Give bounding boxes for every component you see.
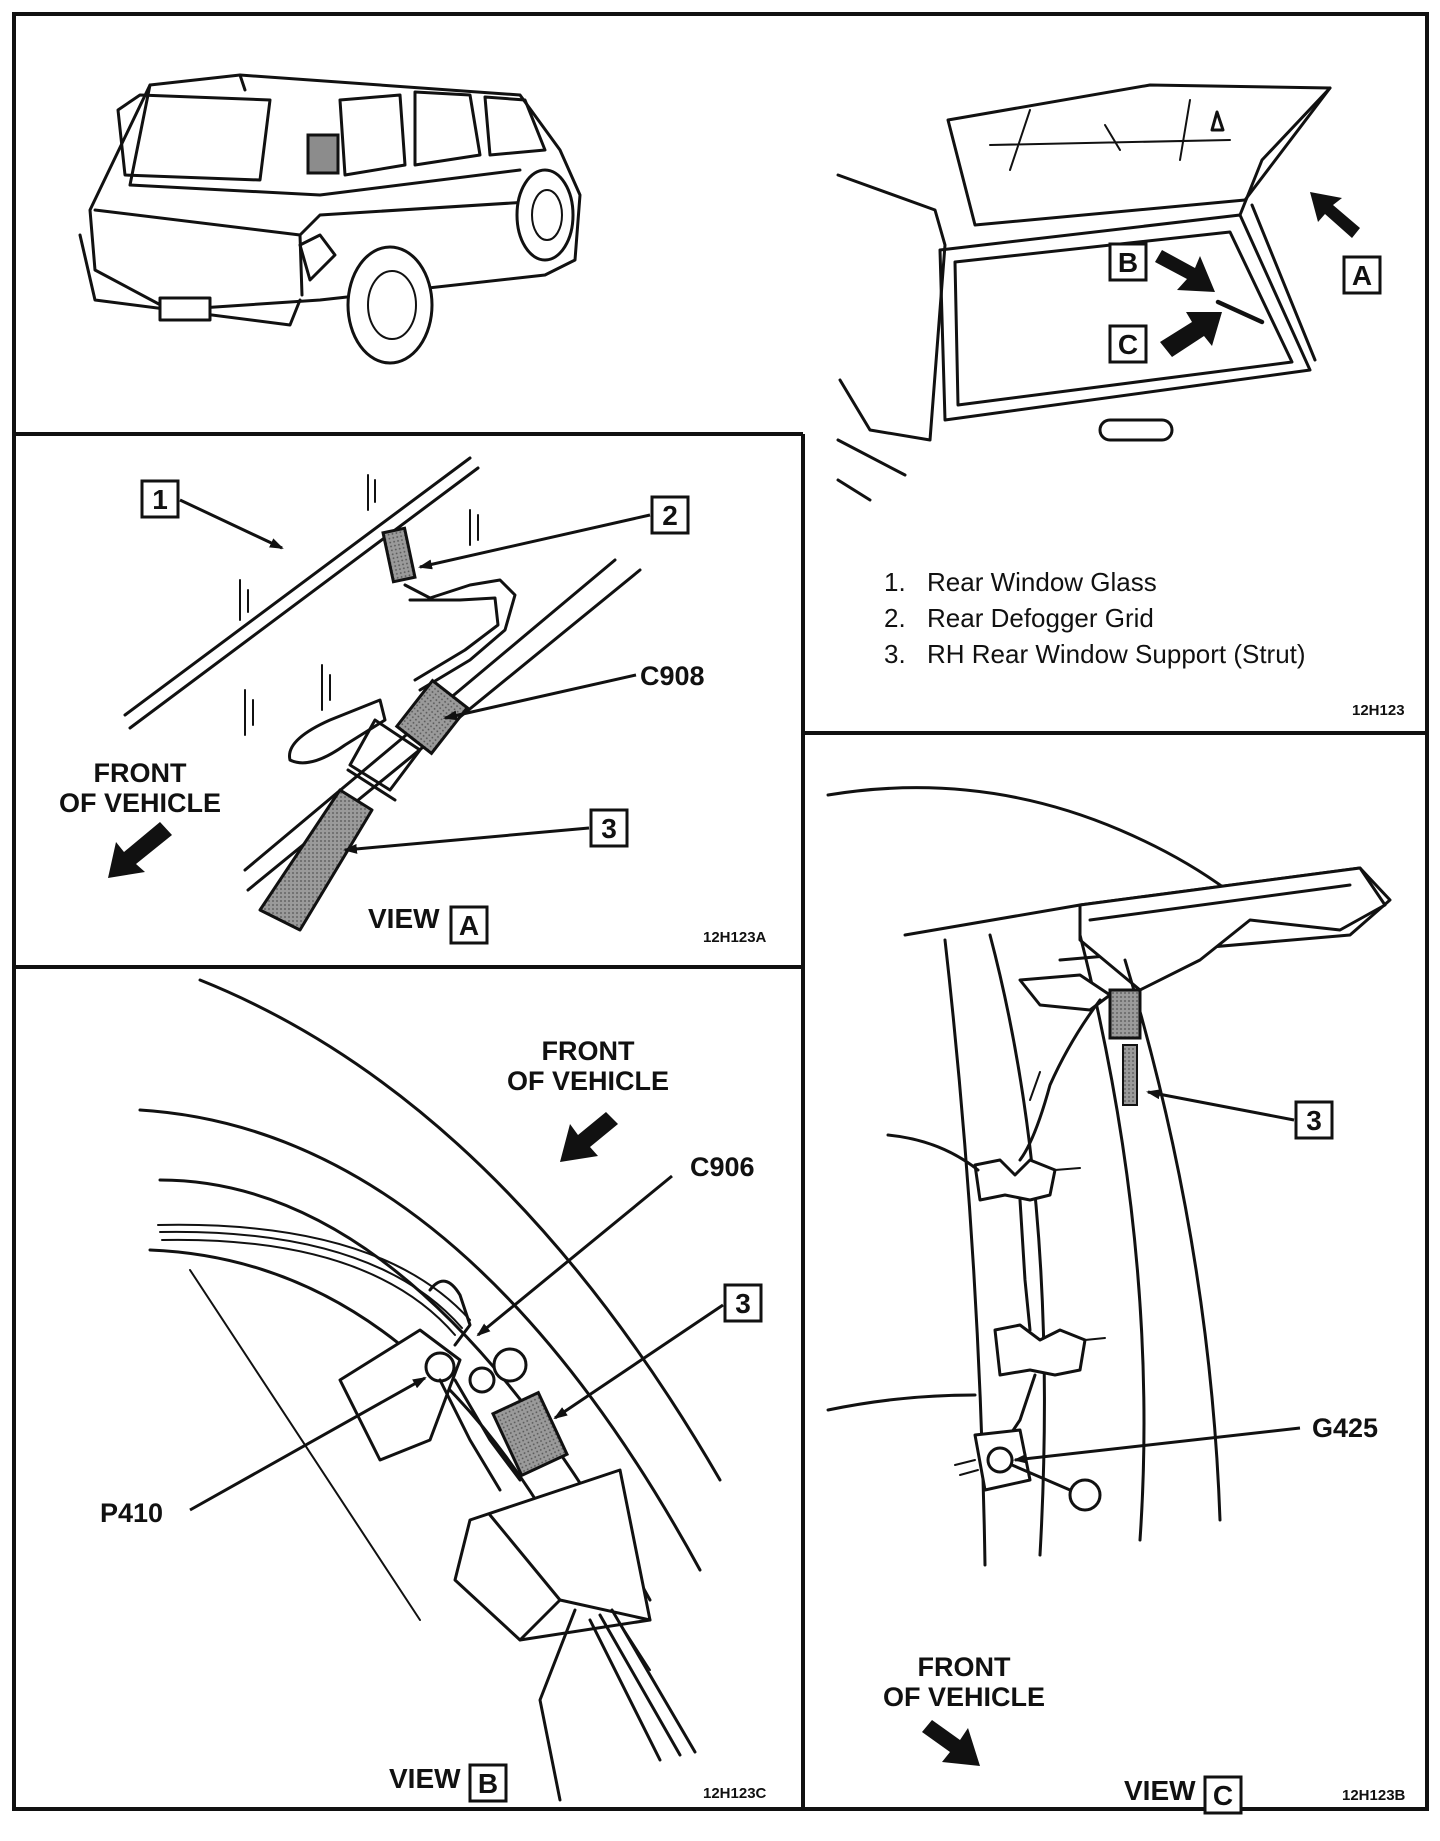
view-b-marker-label: B — [1118, 247, 1138, 278]
view-b-marker — [1108, 242, 1148, 282]
view-a-letter: A — [459, 910, 479, 941]
front-of-vehicle-line2: OF VEHICLE — [59, 788, 221, 818]
view-a-marker-label: A — [1352, 260, 1372, 291]
front-arrow-icon — [922, 1720, 980, 1766]
outer-frame — [12, 12, 1429, 1811]
front-of-vehicle-line1: FRONT — [542, 1036, 635, 1066]
callout-3-view-c — [1294, 1100, 1334, 1140]
legend-num-3: 3. — [884, 639, 906, 669]
view-b-illustration — [138, 978, 722, 1802]
legend: 1. Rear Window Glass 2. Rear Defogger Gr… — [884, 567, 1306, 669]
splice-p410 — [424, 1351, 456, 1383]
view-a-illustration — [123, 456, 642, 932]
vehicle-illustration — [78, 73, 582, 365]
callout-3 — [589, 808, 629, 848]
splice-label-p410: P410 — [100, 1498, 163, 1528]
figure-code: 12H123 — [1352, 702, 1405, 719]
connector-label-c908: C908 — [640, 661, 705, 691]
callout-3-label: 3 — [601, 813, 617, 844]
third-brake-light — [1098, 418, 1174, 442]
strut-top — [1108, 988, 1142, 1040]
figure-code-b: 12H123B — [1342, 1787, 1406, 1804]
view-c-marker — [1108, 324, 1148, 364]
front-of-vehicle-line2: OF VEHICLE — [507, 1066, 669, 1096]
side-mirror — [306, 133, 340, 175]
rear-wheel — [346, 245, 434, 365]
ground-g425 — [986, 1446, 1014, 1474]
license-plate — [158, 296, 212, 322]
connector-c908 — [394, 678, 470, 756]
front-of-vehicle-line1: FRONT — [918, 1652, 1011, 1682]
view-b-letter: B — [478, 1768, 498, 1799]
connector-label-c906: C906 — [690, 1152, 755, 1182]
rear-window-illustration — [836, 83, 1332, 502]
front-of-vehicle-line1: FRONT — [94, 758, 187, 788]
callout-3-view-b-label: 3 — [735, 1288, 751, 1319]
view-b-title: VIEW — [389, 1763, 461, 1794]
legend-text-1: Rear Window Glass — [927, 567, 1157, 597]
figure-code-c: 12H123C — [703, 1785, 767, 1802]
view-c-letter: C — [1213, 1780, 1233, 1811]
front-of-vehicle-line2: OF VEHICLE — [883, 1682, 1045, 1712]
view-c-title: VIEW — [1124, 1775, 1196, 1806]
callout-1-label: 1 — [152, 484, 168, 515]
legend-num-2: 2. — [884, 603, 906, 633]
front-arrow-icon — [108, 822, 172, 878]
figure-code-a: 12H123A — [703, 929, 767, 946]
legend-text-2: Rear Defogger Grid — [927, 603, 1154, 633]
callout-3-view-c-label: 3 — [1306, 1105, 1322, 1136]
callout-1 — [140, 479, 180, 519]
arrow-icon — [1310, 192, 1360, 238]
callout-2 — [650, 495, 690, 535]
legend-num-1: 1. — [884, 567, 906, 597]
front-wheel — [515, 168, 575, 262]
view-a-marker — [1342, 255, 1382, 295]
arrow-icon — [1160, 312, 1222, 357]
legend-text-3: RH Rear Window Support (Strut) — [927, 639, 1306, 669]
arrow-icon — [1155, 250, 1215, 292]
view-c-letter-box — [1203, 1775, 1243, 1815]
callout-3-view-b — [723, 1283, 763, 1323]
view-a-title: VIEW — [368, 903, 440, 934]
view-b-letter-box — [468, 1763, 508, 1803]
view-a-letter-box — [449, 905, 489, 945]
defogger-terminal — [381, 526, 417, 584]
callout-2-label: 2 — [662, 500, 678, 531]
view-c-illustration — [826, 786, 1392, 1567]
view-c-marker-label: C — [1118, 329, 1138, 360]
strut-end — [490, 1390, 570, 1478]
ground-label-g425: G425 — [1312, 1413, 1378, 1443]
front-arrow-icon — [560, 1112, 618, 1162]
